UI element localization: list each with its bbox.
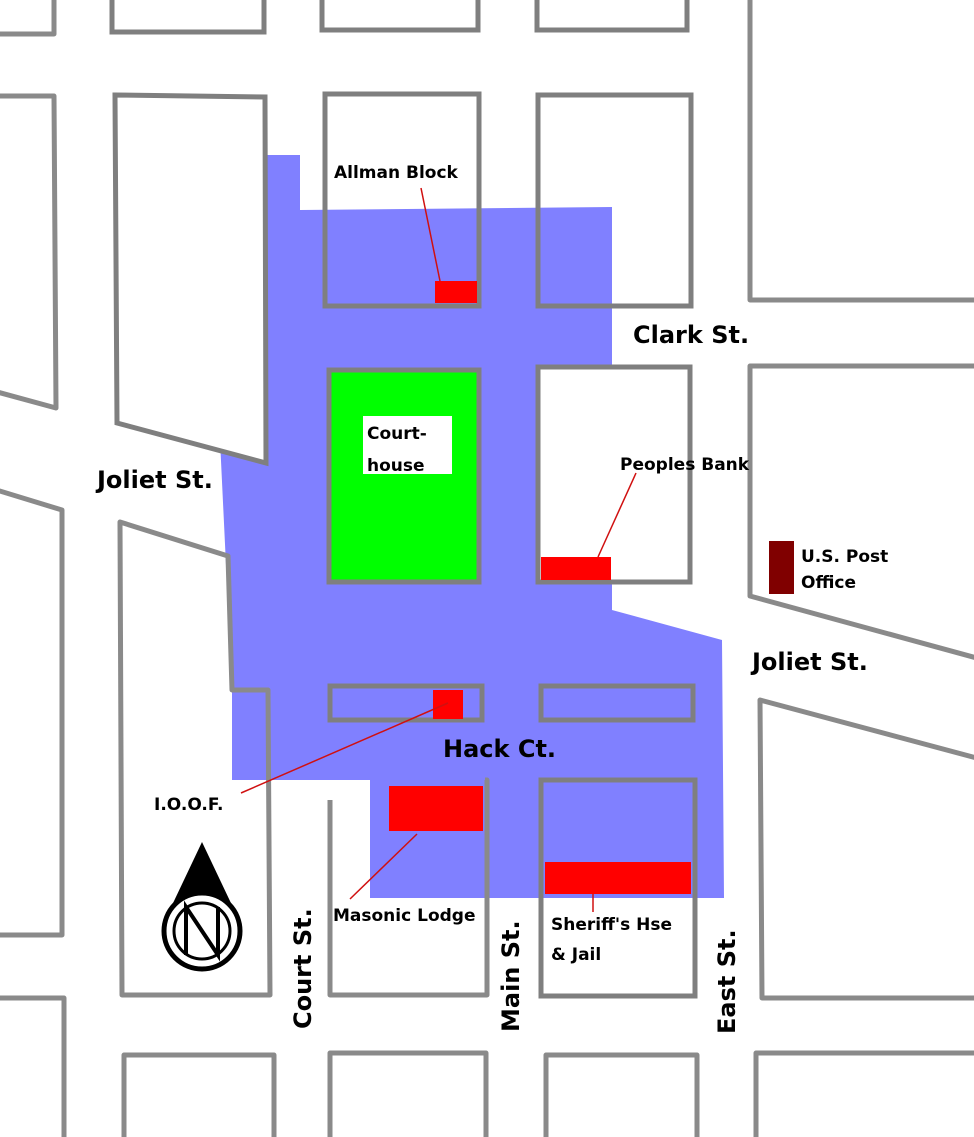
peoples-bank-label: Peoples Bank (620, 455, 750, 475)
landmarks (389, 281, 794, 894)
courthouse-block (326, 367, 482, 585)
allman-block-label: Allman Block (334, 163, 459, 183)
sheriffs-house-label-line2: & Jail (551, 945, 601, 965)
leader-lines (240, 187, 637, 912)
joliet-st-west-label: Joliet St. (95, 466, 213, 494)
post-office-building (769, 541, 794, 594)
masonic-lodge-label: Masonic Lodge (333, 906, 476, 926)
north-arrow-icon (161, 842, 243, 972)
courthouse-label-line1: Court- (367, 424, 427, 444)
peoples-bank-block (535, 364, 693, 585)
clark-st-label: Clark St. (633, 321, 749, 349)
ioof-building (433, 690, 463, 719)
post-office-label-line1: U.S. Post (801, 547, 888, 567)
east-st-label: East St. (713, 929, 741, 1034)
joliet-st-east-label: Joliet St. (750, 648, 868, 676)
courthouse-label-bg (363, 416, 452, 474)
peoples-bank-building (541, 557, 611, 580)
ioof-label: I.O.O.F. (154, 795, 223, 815)
post-office-label-line2: Office (801, 573, 856, 593)
masonic-lodge-building (389, 786, 483, 831)
sheriffs-house-label-line1: Sheriff's Hse (551, 915, 672, 935)
allman-block-building (435, 281, 477, 303)
courthouse-label-line2: house (367, 456, 425, 476)
hack-ct-label: Hack Ct. (443, 735, 556, 763)
court-st-label: Court St. (289, 908, 317, 1029)
sheriffs-house-building (545, 862, 691, 894)
main-st-label: Main St. (497, 920, 525, 1032)
